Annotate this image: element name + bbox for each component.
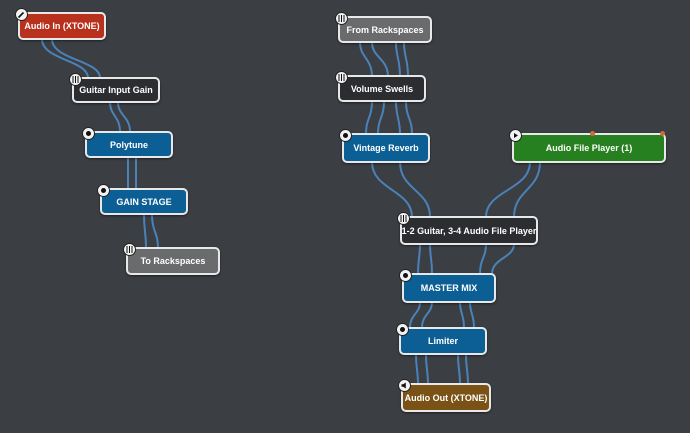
audio-file-player-node[interactable]: Audio File Player (1): [509, 129, 666, 163]
wire: [415, 353, 419, 385]
wire: [143, 213, 147, 249]
wire: [117, 101, 131, 133]
wire: [41, 38, 89, 79]
wire: [405, 100, 413, 135]
vintage-reverb-node[interactable]: Vintage Reverb: [339, 129, 430, 163]
wire: [457, 353, 461, 385]
wire: [51, 38, 101, 79]
node-label: Audio In (XTONE): [24, 21, 100, 31]
plugin-icon: [97, 184, 110, 197]
polytune-node[interactable]: Polytune: [82, 127, 173, 158]
wire: [359, 41, 373, 78]
pencil-icon: [15, 8, 28, 21]
wire: [465, 353, 469, 385]
wire: [109, 101, 121, 133]
wire: [421, 301, 433, 329]
node-label: 1-2 Guitar, 3-4 Audio File Player: [401, 225, 537, 236]
limiter-node[interactable]: Limiter: [396, 323, 487, 355]
wire: [459, 301, 465, 329]
wire: [371, 161, 413, 218]
wire: [417, 243, 421, 275]
sliders-icon: [69, 73, 82, 86]
master-mix-node[interactable]: MASTER MIX: [399, 269, 496, 303]
guitar-input-gain-node[interactable]: Guitar Input Gain: [69, 73, 160, 103]
wire: [491, 243, 515, 275]
wire: [485, 161, 531, 218]
node-label: Vintage Reverb: [353, 143, 419, 153]
wire: [403, 41, 409, 78]
midi-pin[interactable]: [590, 131, 595, 136]
wire: [425, 353, 429, 385]
wire: [395, 41, 401, 78]
volume-swells-node[interactable]: Volume Swells: [335, 71, 426, 102]
speaker-icon: [398, 379, 411, 392]
wire: [377, 100, 385, 135]
wire: [409, 301, 421, 329]
wire: [365, 100, 373, 135]
node-label: From Rackspaces: [346, 24, 424, 35]
plugin-icon: [82, 127, 95, 140]
play-icon: [509, 129, 522, 142]
sliders-icon: [123, 243, 136, 256]
node-label: Volume Swells: [350, 83, 414, 94]
wire: [399, 161, 431, 218]
from-rackspaces-node[interactable]: From Rackspaces: [335, 12, 432, 43]
plugin-icon: [399, 269, 412, 282]
audio-out-node[interactable]: Audio Out (XTONE): [398, 379, 491, 412]
midi-pin[interactable]: [660, 131, 665, 136]
plugin-icon: [396, 323, 409, 336]
wire: [479, 243, 487, 275]
wire: [429, 243, 433, 275]
sliders-icon: [397, 212, 410, 225]
node-label: Polytune: [109, 139, 148, 150]
wire: [395, 100, 401, 135]
audio-in-node[interactable]: Audio In (XTONE): [15, 8, 106, 40]
sliders-icon: [335, 71, 348, 84]
mixer-node[interactable]: 1-2 Guitar, 3-4 Audio File Player: [397, 212, 538, 245]
wire: [371, 41, 389, 78]
node-label: Limiter: [427, 336, 458, 346]
node-label: Audio Out (XTONE): [404, 392, 488, 403]
gain-stage-node[interactable]: GAIN STAGE: [97, 184, 188, 215]
node-label: To Rackspaces: [140, 256, 206, 266]
node-label: Audio File Player (1): [545, 143, 633, 153]
plugin-icon: [339, 129, 352, 142]
sliders-icon: [335, 12, 348, 25]
wire: [469, 301, 475, 329]
node-label: GAIN STAGE: [116, 196, 172, 207]
node-label: Guitar Input Gain: [79, 85, 153, 95]
to-rackspaces-node[interactable]: To Rackspaces: [123, 243, 220, 275]
node-label: MASTER MIX: [420, 283, 478, 293]
wire: [151, 213, 159, 249]
wire: [513, 161, 541, 218]
